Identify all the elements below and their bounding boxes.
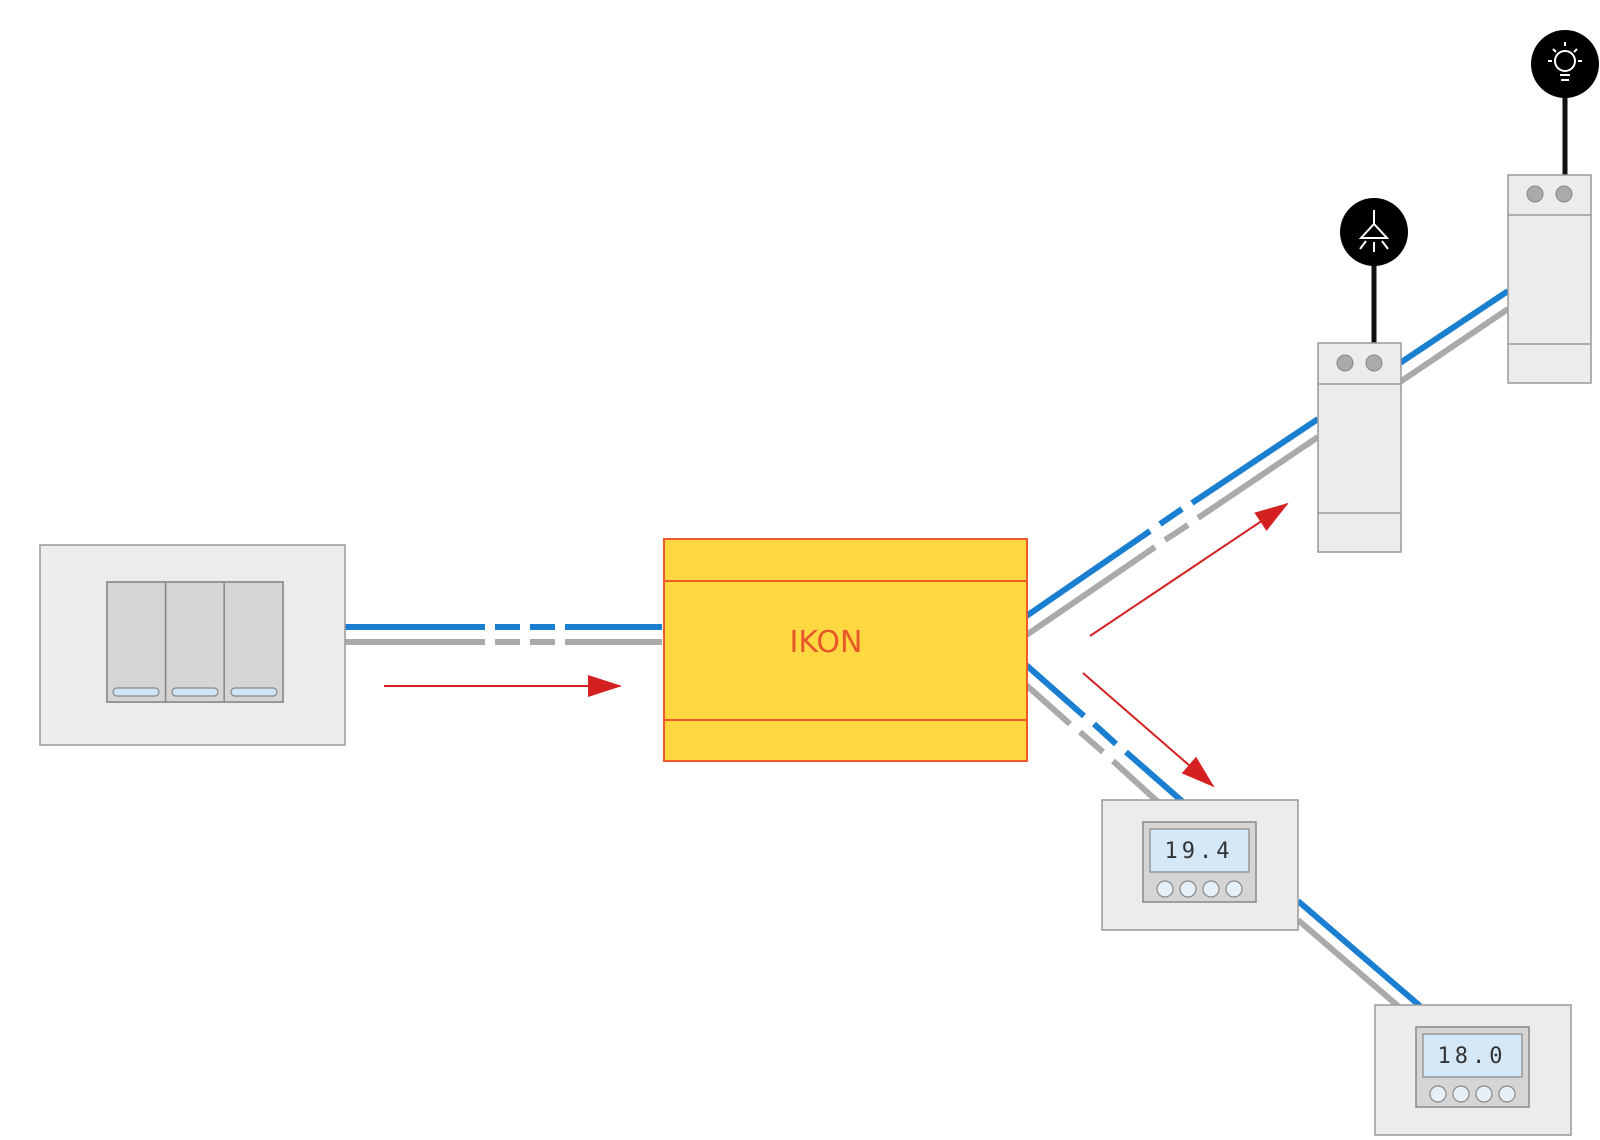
- ceiling-lamp-icon: [1340, 198, 1408, 266]
- bus-cable-switch-to-controller: [345, 624, 662, 645]
- thermostat-display: 19.4: [1165, 839, 1234, 864]
- thermostat-button: [1429, 1085, 1447, 1103]
- thermostat-button: [1179, 880, 1197, 898]
- din-actuator-bulb: [1507, 95, 1592, 384]
- thermostat-button: [1156, 880, 1174, 898]
- light-bulb-icon: [1531, 30, 1599, 98]
- ikon-controller: IKON: [663, 538, 1028, 762]
- switch-rocker: [164, 581, 225, 703]
- room-thermostat: 19.4: [1101, 799, 1299, 931]
- controller-label: IKON: [790, 625, 863, 660]
- bus-cable-controller-to-thermostat: [1023, 661, 1185, 805]
- thermostat-button: [1498, 1085, 1516, 1103]
- terminal-screw: [1365, 354, 1383, 372]
- thermostat-button: [1475, 1085, 1493, 1103]
- thermostat-button: [1452, 1085, 1470, 1103]
- thermostat-display: 18.0: [1438, 1044, 1507, 1069]
- wall-switch: [39, 544, 346, 746]
- room-thermostat: 18.0: [1374, 1004, 1572, 1136]
- bus-cable-controller-to-actuators: [1023, 416, 1320, 639]
- bus-cable-thermostat-link: [1296, 898, 1422, 1009]
- signal-arrow-to-thermostat: [1082, 672, 1215, 788]
- thermostat-button: [1202, 880, 1220, 898]
- terminal-screw: [1336, 354, 1354, 372]
- thermostat-button: [1225, 880, 1243, 898]
- signal-arrow-to-actuator: [1089, 502, 1289, 637]
- terminal-screw: [1555, 185, 1573, 203]
- switch-rocker: [223, 581, 284, 703]
- bus-cable-actuator-link: [1398, 288, 1510, 385]
- terminal-screw: [1526, 185, 1544, 203]
- switch-rocker: [106, 581, 167, 703]
- din-actuator-lamp: [1317, 260, 1402, 553]
